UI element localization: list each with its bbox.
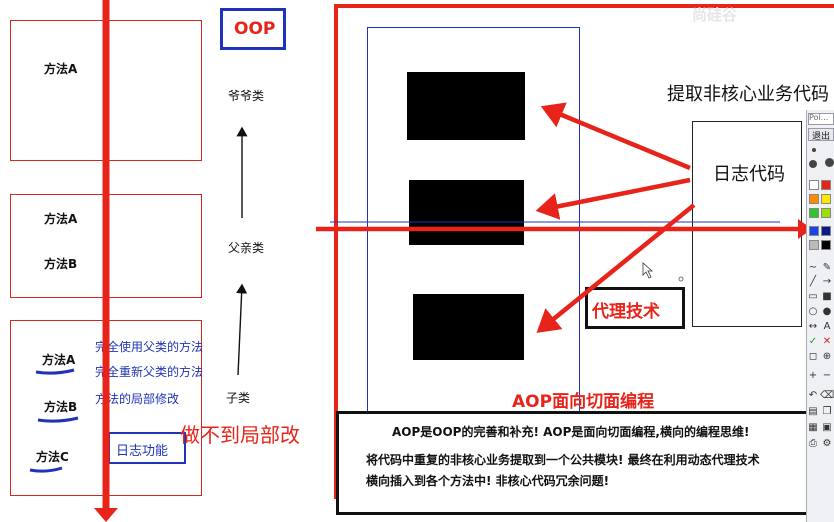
note-partial-modify: 方法的局部修改 [95,392,180,406]
box3-method-b: 方法B [44,400,78,414]
color-white[interactable] [809,180,819,190]
text-icon[interactable]: A [823,321,831,332]
plus-icon[interactable]: + [808,370,818,381]
undo-icon[interactable]: ↶ [808,390,818,401]
zoom-icon[interactable]: ⊕ [822,351,832,362]
color-gray[interactable] [809,240,819,250]
page-icon[interactable]: ▤ [808,406,818,417]
aop-title: AOP面向切面编程 [512,392,655,412]
underline-method-a [35,368,75,375]
extract-title: 提取非核心业务代码 [667,84,829,105]
check-icon[interactable]: ✓ [808,336,818,347]
size-dot-small[interactable] [812,148,816,152]
trash-icon[interactable]: ⌫ [820,390,834,401]
parent-class-label: 父亲类 [228,241,265,255]
box1-method-a: 方法A [44,62,78,76]
aop-desc-line-1: AOP是OOP的完善和补充! AOP是面向切面编程,横向的编程思维! [392,425,750,439]
ellipse-fill-icon[interactable]: ● [822,306,832,317]
oop-title-box [220,8,286,50]
save-icon[interactable]: ▣ [822,422,832,433]
red-vertical-arrowhead [94,508,118,522]
log-to-block1-arrow [540,102,691,171]
method-block-2 [409,180,524,245]
drawing-toolbar [806,110,834,522]
aop-description-box [336,411,834,515]
note-use-parent: 完全使用父类的方法 [95,340,204,354]
small-dot [678,276,684,282]
red-horizontal-arrowhead [798,219,812,239]
color-black[interactable] [821,240,831,250]
child-to-parent-arrow [236,283,248,376]
note-override-parent: 完全重新父类的方法 [95,365,204,379]
oop-title: OOP [234,19,276,39]
box2-method-a: 方法A [44,212,78,226]
mouse-cursor-icon [642,262,654,279]
grandparent-class-label: 爷爷类 [228,89,265,103]
underline-method-b [37,416,79,423]
line-icon[interactable]: ╱ [809,276,817,287]
ellipse-icon[interactable]: ○ [808,306,818,317]
aop-desc-line-2: 将代码中重复的非核心业务提取到一个公共模块! 最终在利用动态代理技术 [366,453,760,467]
rect-fill-icon[interactable]: ■ [822,291,832,302]
method-block-3 [413,294,524,360]
child-class-label: 子类 [226,391,251,405]
rect-icon[interactable]: ▭ [808,291,818,302]
color-blue[interactable] [809,226,819,236]
color-yellow[interactable] [821,194,831,204]
close-icon[interactable]: ✕ [822,336,832,347]
watermark-logo: 尚硅谷 [692,6,738,24]
color-orange[interactable] [809,194,819,204]
color-red[interactable] [821,180,831,190]
underline-method-c [29,466,63,473]
print-icon[interactable]: ⎙ [809,438,817,449]
size-dot-medium[interactable] [809,160,817,168]
select-icon[interactable]: ◻ [808,351,818,362]
aop-desc-line-3: 横向插入到各个方法中! 非核心代码冗余问题! [366,474,610,488]
color-lime[interactable] [821,208,831,218]
log-code-label: 日志代码 [713,164,785,185]
box2-method-b: 方法B [44,257,78,271]
toolbar-field-text: Poi... [809,113,829,122]
image-icon[interactable]: ▦ [808,422,818,433]
copy-icon[interactable]: ❐ [822,406,832,417]
box3-method-a: 方法A [42,353,76,367]
box3-method-c: 方法C [36,450,69,464]
settings-icon[interactable]: ⚙ [822,438,832,449]
size-dot-large[interactable] [825,158,834,167]
proxy-label: 代理技术 [592,302,660,322]
proxy-box [585,287,685,329]
move-icon[interactable]: ↔ [808,321,818,332]
color-green[interactable] [809,208,819,218]
arrow-tool-icon[interactable]: → [822,276,832,287]
log-to-block2-arrow [535,177,691,220]
color-navy[interactable] [821,226,831,236]
log-feature-label: 日志功能 [116,444,169,459]
eraser-icon[interactable]: ✎ [822,262,832,273]
pen-icon[interactable]: ∼ [808,262,818,273]
method-block-1 [407,72,525,140]
cannot-partial-label: 做不到局部改 [180,423,300,447]
toolbar-exit-label: 退出 [812,132,831,142]
log-to-block3-arrow [536,203,696,333]
minus-icon[interactable]: − [822,370,832,381]
